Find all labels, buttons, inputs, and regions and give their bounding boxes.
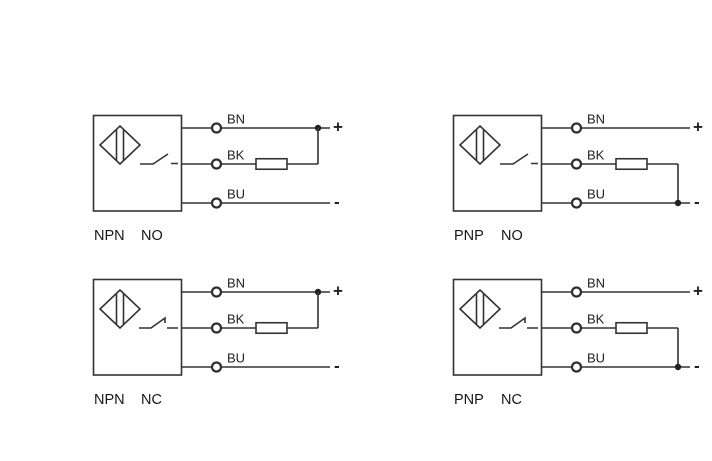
no-contact-icon xyxy=(140,153,178,165)
minus-terminal-label: - xyxy=(694,357,700,376)
wire-label-bk: BK xyxy=(227,148,245,163)
diagram-pnp-nc: BN BK BU + - PNP NC xyxy=(440,265,712,425)
nc-contact-icon xyxy=(499,316,538,329)
junction-dot xyxy=(674,199,682,207)
wire-label-bu: BU xyxy=(587,351,605,366)
terminal-circle-bk xyxy=(210,322,223,334)
terminal-circle-bn xyxy=(210,286,223,298)
wire-bk xyxy=(542,157,679,203)
wire-bu xyxy=(182,197,330,209)
caption-type: PNP xyxy=(454,392,484,408)
terminal-circle-bk xyxy=(570,158,583,170)
diagram-npn-no: BN BK BU + - NPN NO xyxy=(80,101,380,261)
wire-bn xyxy=(182,122,330,134)
terminal-circle-bn xyxy=(570,286,583,298)
wire-bu xyxy=(542,197,690,209)
wire-label-bu: BU xyxy=(587,187,605,202)
caption-type: NPN xyxy=(94,392,125,408)
proximity-sensor-icon xyxy=(98,288,142,330)
terminal-circle-bu xyxy=(570,197,583,209)
minus-terminal-label: - xyxy=(334,357,340,376)
terminal-circle-bn xyxy=(210,122,223,134)
load-resistor xyxy=(255,157,288,171)
sensor-box xyxy=(92,278,183,376)
wire-label-bk: BK xyxy=(587,312,605,327)
caption-contact: NC xyxy=(141,392,162,408)
plus-terminal-label: + xyxy=(693,118,703,137)
nc-contact-icon xyxy=(139,316,178,329)
sensor-box xyxy=(92,114,183,212)
load-resistor xyxy=(615,157,648,171)
terminal-circle-bk xyxy=(570,322,583,334)
wire-label-bk: BK xyxy=(587,148,605,163)
terminal-circle-bk xyxy=(210,158,223,170)
wire-label-bu: BU xyxy=(227,351,245,366)
proximity-sensor-icon xyxy=(98,124,142,166)
diagram-pnp-no: BN BK BU + - PNP NO xyxy=(440,101,712,261)
wire-bn xyxy=(182,286,330,298)
proximity-sensor-icon xyxy=(458,124,502,166)
terminal-circle-bu xyxy=(210,197,223,209)
wire-bk xyxy=(542,321,679,367)
load-resistor xyxy=(255,321,288,335)
caption-type: NPN xyxy=(94,228,125,244)
wire-label-bk: BK xyxy=(227,312,245,327)
wire-label-bu: BU xyxy=(227,187,245,202)
plus-terminal-label: + xyxy=(333,118,343,137)
wire-label-bn: BN xyxy=(227,112,245,127)
sensor-box xyxy=(452,114,543,212)
diagram-npn-nc: BN BK BU + - NPN NC xyxy=(80,265,380,425)
wire-bu xyxy=(542,361,690,373)
terminal-circle-bu xyxy=(570,361,583,373)
wire-bk xyxy=(182,128,319,171)
wire-bn xyxy=(542,286,690,298)
sensor-box xyxy=(452,278,543,376)
wire-bu xyxy=(182,361,330,373)
plus-terminal-label: + xyxy=(333,282,343,301)
plus-terminal-label: + xyxy=(693,282,703,301)
wire-label-bn: BN xyxy=(227,276,245,291)
load-resistor xyxy=(615,321,648,335)
terminal-circle-bn xyxy=(570,122,583,134)
wire-bn xyxy=(542,122,690,134)
wire-label-bn: BN xyxy=(587,112,605,127)
proximity-sensor-icon xyxy=(458,288,502,330)
caption-contact: NO xyxy=(501,228,523,244)
caption-contact: NC xyxy=(501,392,522,408)
minus-terminal-label: - xyxy=(694,193,700,212)
terminal-circle-bu xyxy=(210,361,223,373)
caption-contact: NO xyxy=(141,228,163,244)
caption-type: PNP xyxy=(454,228,484,244)
no-contact-icon xyxy=(500,153,538,165)
junction-dot xyxy=(674,363,682,371)
wire-bk xyxy=(182,292,319,335)
wire-label-bn: BN xyxy=(587,276,605,291)
minus-terminal-label: - xyxy=(334,193,340,212)
